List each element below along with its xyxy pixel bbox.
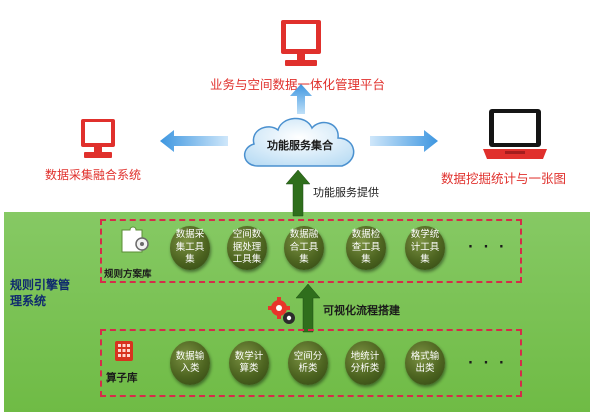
rule-node-label: 数据融合工具集 [289,229,319,266]
rule-library-box [100,219,522,283]
operator-node-label: 格式输出类 [410,350,440,375]
operator-node-label: 空间分析类 [293,350,323,375]
rule-library-label: 规则方案库 [104,269,152,280]
gears-icon [268,297,295,324]
rule-node-label: 空间数据处理工具集 [232,229,262,266]
operator-node: 数学计算类 [229,341,269,385]
arrow-up-green-flow [295,283,321,333]
right-laptop-icon [483,109,547,159]
operator-node-label: 数学计算类 [234,350,264,375]
rule-node-label: 数据检查工具集 [351,229,381,266]
rule-library-more: · · · [468,240,507,255]
rule-node: 数据检查工具集 [346,226,386,270]
service-arrow-label: 功能服务提供 [313,186,379,199]
rule-node: 数据融合工具集 [284,226,324,270]
rule-node: 数学统计工具集 [405,226,445,270]
operator-node-label: 数据输入类 [175,350,205,375]
rule-node: 数据采集工具集 [170,226,210,270]
engine-label-text: 规则引擎管理系统 [10,278,71,308]
rule-node-label: 数学统计工具集 [410,229,440,266]
operator-node-label: 地统计分析类 [350,350,380,375]
left-system-label: 数据采集融合系统 [45,168,142,182]
operator-node: 地统计分析类 [345,341,385,385]
arrow-up-green-service [285,169,311,217]
arrow-up-blue [290,84,312,114]
operator-library-box [100,329,522,397]
top-platform-label: 业务与空间数据一体化管理平台 [210,77,386,92]
rule-library-icon [121,226,149,253]
left-monitor-icon [81,119,115,158]
operator-library-label: 算子库 [106,372,138,384]
cloud-label: 功能服务集合 [267,139,333,152]
operator-node: 格式输出类 [405,341,445,385]
arrow-left-blue [160,130,228,152]
cloud-icon [244,117,355,167]
arrow-right-blue [370,130,438,152]
right-system-label: 数据挖掘统计与一张图 [441,171,567,186]
operator-library-more: · · · [468,356,507,371]
top-monitor-icon [281,20,321,66]
operator-node: 数据输入类 [170,341,210,385]
rule-node-label: 数据采集工具集 [175,229,205,266]
flow-label: 可视化流程搭建 [323,304,400,317]
calculator-icon [115,341,133,361]
operator-node: 空间分析类 [288,341,328,385]
engine-label: 规则引擎管理系统 [10,277,74,309]
rule-node: 空间数据处理工具集 [227,226,267,270]
